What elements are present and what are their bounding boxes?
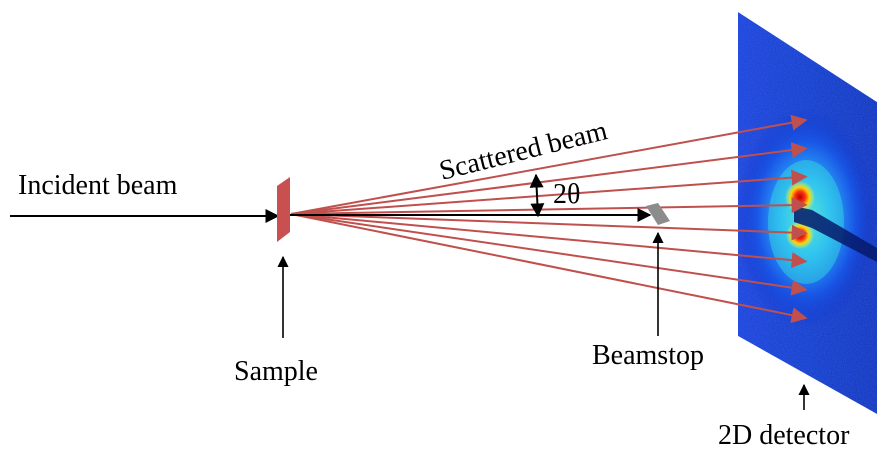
scattered-ray [290, 197, 808, 215]
detector-label: 2D detector [718, 420, 850, 449]
beamstop-label: Beamstop [592, 340, 704, 371]
two-theta-angle-arrow [529, 173, 545, 218]
incident-beam-label: Incident beam [18, 170, 178, 201]
scattered-ray [290, 213, 808, 323]
scattered-ray [290, 213, 808, 296]
detector-panel [738, 12, 877, 414]
scattered-ray [290, 142, 808, 215]
scattered-ray [290, 114, 808, 215]
sample-label: Sample [234, 356, 318, 387]
scattered-ray [290, 169, 808, 215]
scattered-ray [290, 213, 808, 241]
sample-plate [277, 177, 290, 242]
scattered-rays [290, 114, 808, 323]
beamstop-block [646, 203, 670, 225]
scattered-ray [290, 213, 808, 269]
two-theta-label: 2θ [553, 179, 580, 210]
